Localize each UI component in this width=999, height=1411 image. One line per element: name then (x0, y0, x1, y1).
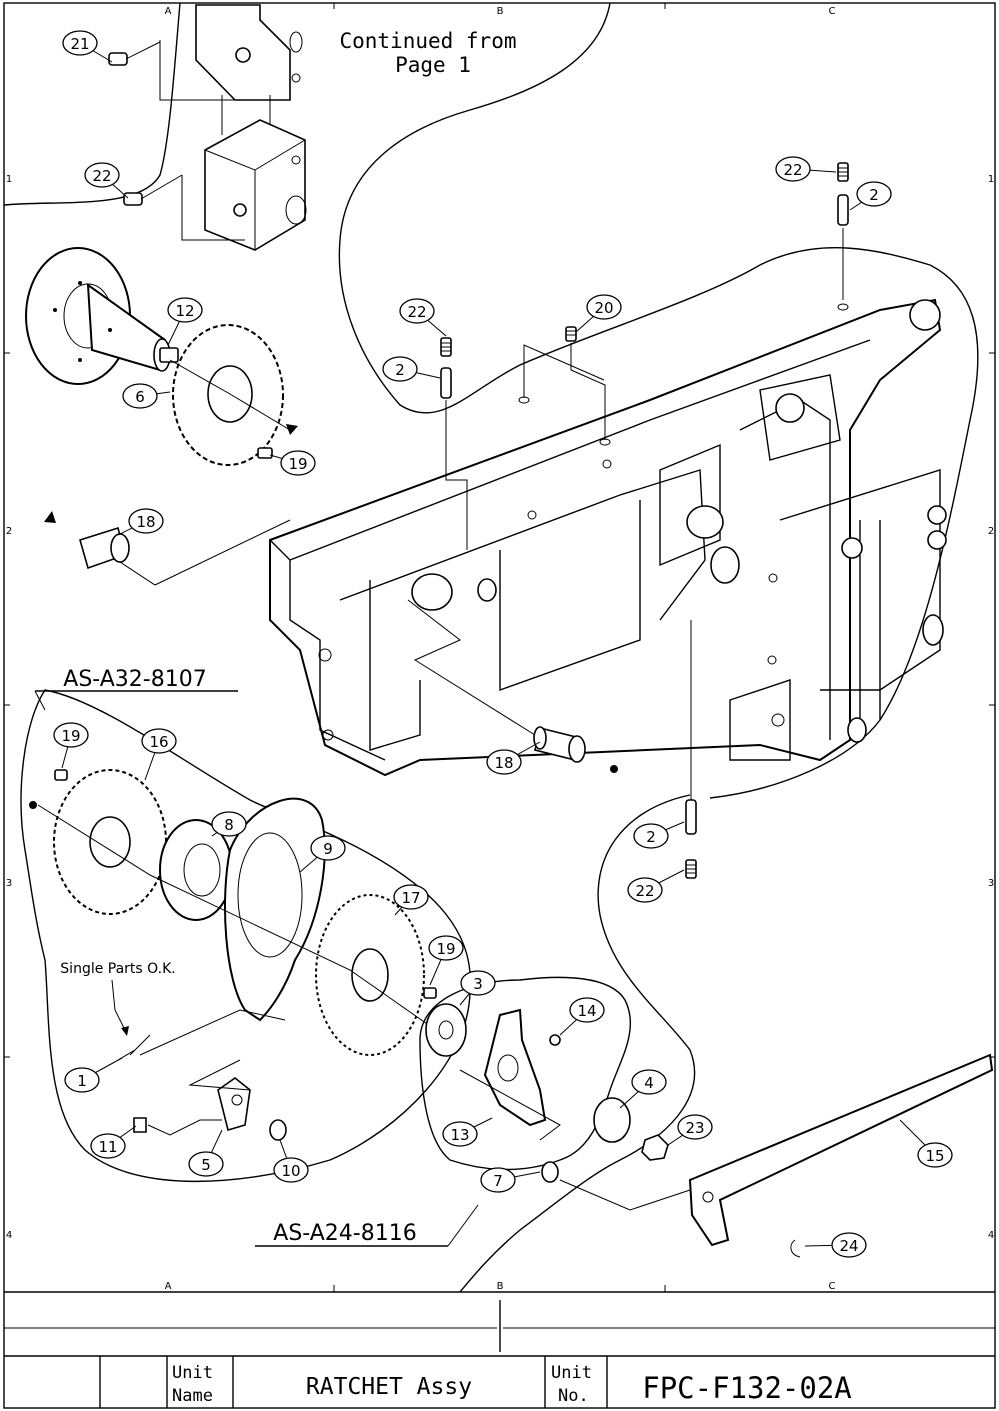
subassembly-label-a24: AS-A24-8116 (255, 1205, 478, 1246)
zone-col-label: C (829, 1281, 836, 1292)
zone-col-label: B (497, 6, 504, 17)
callout-2: 2 (850, 182, 891, 210)
callout-number: 6 (135, 388, 145, 406)
continued-note: Continued from Page 1 (339, 29, 516, 77)
zone-row-label: 4 (6, 1230, 12, 1241)
callout-5: 5 (189, 1130, 223, 1176)
subassembly-id: AS-A32-8107 (63, 667, 206, 692)
callout-3: 3 (460, 971, 495, 1005)
zone-col-label: C (829, 6, 836, 17)
callout-number: 20 (594, 299, 613, 317)
zone-row-label: 3 (988, 878, 994, 889)
callout-22: 22 (400, 299, 446, 336)
callout-16: 16 (142, 729, 176, 780)
callout-number: 15 (925, 1147, 944, 1165)
callout-number: 9 (323, 840, 333, 858)
callout-17: 17 (394, 885, 428, 915)
callout-number: 18 (136, 513, 155, 531)
callout-number: 10 (281, 1162, 300, 1180)
subassembly-id: AS-A24-8116 (273, 1221, 416, 1246)
callout-number: 14 (577, 1002, 596, 1020)
zone-row-label: 2 (988, 526, 994, 537)
callout-10: 10 (274, 1140, 308, 1182)
callout-18: 18 (118, 509, 163, 535)
callout-number: 13 (450, 1126, 469, 1144)
callout-number: 3 (473, 975, 483, 993)
callout-number: 8 (224, 816, 234, 834)
zone-col-label: A (165, 1281, 172, 1292)
callout-number: 7 (493, 1172, 503, 1190)
callout-number: 1 (77, 1072, 87, 1090)
callout-6: 6 (123, 384, 170, 408)
callout-number: 16 (149, 733, 168, 751)
callout-number: 19 (61, 727, 80, 745)
callout-number: 19 (288, 455, 307, 473)
callout-number: 11 (98, 1138, 117, 1156)
callout-4: 4 (620, 1070, 666, 1108)
callout-15: 15 (900, 1120, 952, 1167)
callout-number: 22 (783, 161, 802, 179)
continued-note-line: Continued from (339, 29, 516, 53)
zone-row-label: 1 (988, 174, 994, 185)
title-block: Unit Name RATCHET Assy Unit No. FPC-F132… (4, 1292, 995, 1408)
single-parts-note: Single Parts O.K. (60, 961, 175, 1036)
callout-number: 23 (685, 1119, 704, 1137)
zone-row-label: 3 (6, 878, 12, 889)
zone-row-label: 4 (988, 1230, 994, 1241)
continued-note-line: Page 1 (395, 53, 471, 77)
callout-1: 1 (65, 1058, 122, 1092)
callout-2: 2 (634, 822, 684, 848)
callout-20: 20 (576, 295, 621, 332)
unit-no-label: Unit (551, 1363, 592, 1383)
upper-bracket (160, 5, 306, 250)
unit-no-label: No. (558, 1386, 589, 1406)
unit-name-label: Unit (172, 1363, 213, 1383)
callout-14: 14 (560, 998, 604, 1035)
callout-19: 19 (270, 451, 315, 475)
callout-number: 4 (644, 1074, 654, 1092)
unit-name-label: Name (172, 1386, 213, 1406)
zone-col-label: B (497, 1281, 504, 1292)
callout-number: 22 (407, 303, 426, 321)
callout-number: 22 (92, 167, 111, 185)
callout-number: 2 (646, 828, 656, 846)
zone-col-label: A (165, 6, 172, 17)
callout-number: 21 (70, 35, 89, 53)
callout-number: 18 (494, 754, 513, 772)
subassembly-label-a32: AS-A32-8107 (35, 667, 238, 710)
callout-number: 12 (175, 302, 194, 320)
zone-row-label: 2 (6, 526, 12, 537)
callout-2: 2 (383, 357, 440, 381)
callout-11: 11 (91, 1126, 136, 1158)
zone-row-label: 1 (6, 174, 12, 185)
unit-number-value: FPC-F132-02A (642, 1371, 852, 1405)
callout-22: 22 (85, 163, 128, 198)
callout-number: 19 (436, 940, 455, 958)
callout-21: 21 (63, 31, 112, 62)
callout-22: 22 (628, 870, 684, 902)
single-parts-note-text: Single Parts O.K. (60, 961, 175, 977)
callout-13: 13 (443, 1118, 492, 1146)
callout-number: 5 (201, 1156, 211, 1174)
callout-number: 2 (869, 186, 879, 204)
callout-8: 8 (212, 812, 246, 836)
unit-name-value: RATCHET Assy (306, 1374, 472, 1400)
callout-number: 17 (401, 889, 420, 907)
callout-22: 22 (776, 157, 836, 181)
callout-number: 22 (635, 882, 654, 900)
callout-number: 24 (839, 1237, 858, 1255)
callout-24: 24 (805, 1233, 866, 1257)
callout-number: 2 (395, 361, 405, 379)
callout-7: 7 (481, 1168, 540, 1192)
callout-19: 19 (54, 723, 88, 768)
callout-19: 19 (429, 936, 463, 985)
ratchet-main-frame (270, 300, 946, 775)
